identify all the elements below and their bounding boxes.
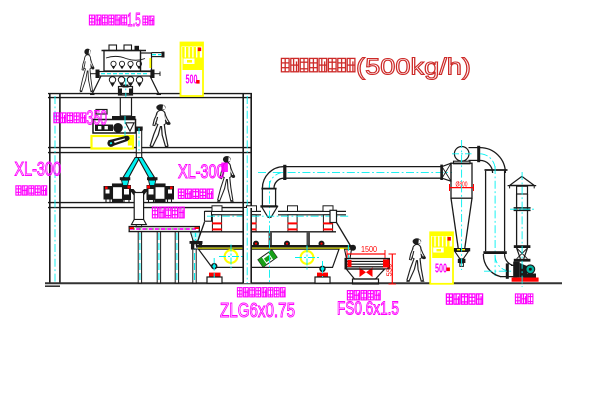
svg-text:XL-300: XL-300: [15, 160, 62, 181]
svg-text:(500kg/h): (500kg/h): [356, 54, 471, 80]
svg-text:1.5: 1.5: [127, 10, 141, 30]
svg-text:1500: 1500: [361, 245, 377, 254]
svg-text:500: 500: [186, 72, 198, 87]
svg-text:550: 550: [387, 263, 394, 276]
svg-text:FS0.6x1.5: FS0.6x1.5: [337, 297, 399, 318]
svg-text:350: 350: [87, 107, 108, 129]
svg-text:500: 500: [435, 261, 447, 276]
svg-text:XL-300: XL-300: [178, 162, 225, 183]
svg-text:ZLG6x0.75: ZLG6x0.75: [220, 300, 295, 322]
